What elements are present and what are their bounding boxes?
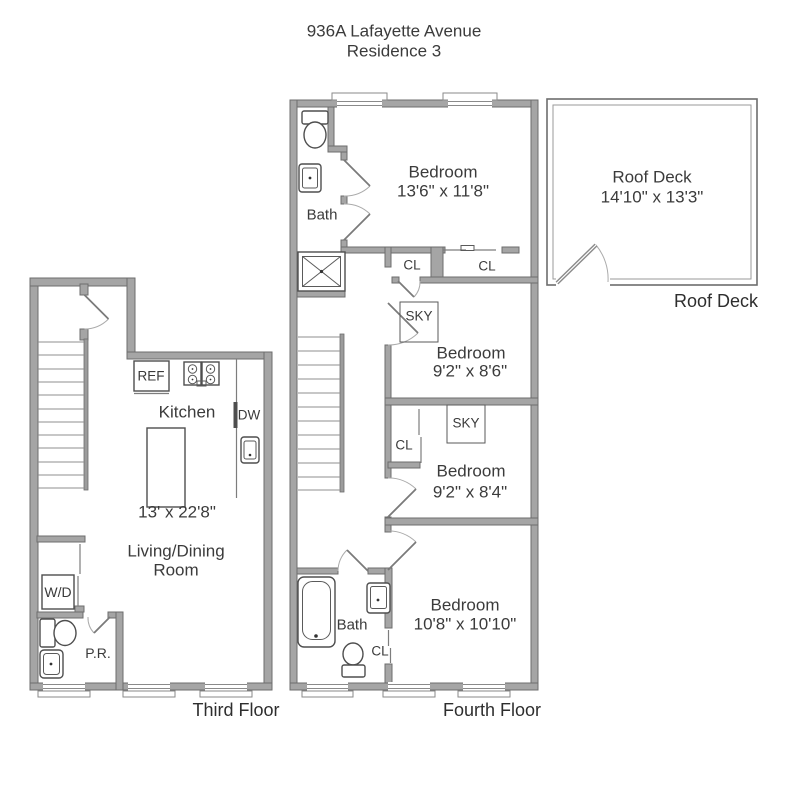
refrigerator-box xyxy=(133,360,170,395)
bedroom2-dims: 9'2" x 8'6" xyxy=(432,361,508,381)
page-title: 936A Lafayette Avenue xyxy=(306,21,482,41)
stove xyxy=(183,361,220,387)
living-room-dims: 13' x 22'8" xyxy=(138,502,216,522)
window xyxy=(122,682,176,698)
powder-room-sink xyxy=(39,649,64,679)
entry-door xyxy=(83,294,110,330)
closet-bifold-door xyxy=(443,245,496,251)
window xyxy=(457,682,511,698)
bedroom3-dims: 9'2" x 8'4" xyxy=(432,482,508,502)
bath-sink xyxy=(366,582,391,614)
bath-sink xyxy=(298,163,322,193)
fourth-floor-caption: Fourth Floor xyxy=(442,700,542,720)
kitchen-island xyxy=(146,427,186,508)
bedroom1-label: Bedroom xyxy=(408,162,478,182)
window xyxy=(331,92,388,108)
skylight-label-1: SKY xyxy=(405,308,433,324)
toilet xyxy=(301,110,329,149)
living-room-label-2: Room xyxy=(153,560,199,580)
shower xyxy=(297,251,346,292)
bedroom4-dims: 10'8" x 10'10" xyxy=(413,614,517,634)
washer-dryer-box xyxy=(41,544,81,610)
bath-bottom-label: Bath xyxy=(336,616,368,634)
roof-deck-plan xyxy=(546,98,758,287)
dishwasher xyxy=(233,402,238,428)
window xyxy=(37,682,91,698)
roof-deck-dims: 14'10" x 13'3" xyxy=(600,187,704,207)
roof-deck-caption: Roof Deck xyxy=(673,291,759,311)
closet-label-3: CL xyxy=(395,437,413,453)
kitchen-label: Kitchen xyxy=(158,402,216,422)
skylight-label-2: SKY xyxy=(452,415,480,431)
refrigerator-label: REF xyxy=(137,368,165,384)
window xyxy=(199,682,253,698)
third-floor-caption: Third Floor xyxy=(192,700,280,720)
doors-fourth-floor xyxy=(337,159,422,663)
washer-dryer-label: W/D xyxy=(44,584,72,600)
bath-top-label: Bath xyxy=(306,206,338,224)
closet-label-1: CL xyxy=(403,257,421,273)
window xyxy=(382,682,436,698)
bathtub xyxy=(297,576,336,648)
roof-deck-door xyxy=(555,243,609,285)
bedroom2-label: Bedroom xyxy=(436,343,506,363)
fourth-floor-windows xyxy=(301,92,511,698)
third-floor-windows xyxy=(37,682,253,698)
skylight-box xyxy=(399,301,439,343)
powder-room-label: P.R. xyxy=(85,645,111,661)
roof-deck-label: Roof Deck xyxy=(612,167,692,187)
bedroom4-label: Bedroom xyxy=(430,595,500,615)
closet-label-4: CL xyxy=(371,643,389,659)
dishwasher-label: DW xyxy=(237,407,261,423)
skylight-box xyxy=(446,404,486,444)
powder-room-toilet xyxy=(39,618,77,648)
third-floor-stairs xyxy=(38,338,89,491)
living-room-label: Living/Dining xyxy=(127,541,225,561)
page-subtitle: Residence 3 xyxy=(346,41,442,61)
bedroom3-label: Bedroom xyxy=(436,461,506,481)
bedroom1-dims: 13'6" x 11'8" xyxy=(397,181,489,201)
window xyxy=(301,682,354,698)
third-floor-plan xyxy=(29,277,273,698)
toilet xyxy=(341,642,366,678)
closet-label-2: CL xyxy=(478,258,496,274)
kitchen-sink xyxy=(240,436,260,464)
powder-room-door xyxy=(87,616,111,634)
fourth-floor-stairs xyxy=(298,333,345,493)
fourth-floor-plan xyxy=(289,92,539,698)
window xyxy=(442,92,498,108)
